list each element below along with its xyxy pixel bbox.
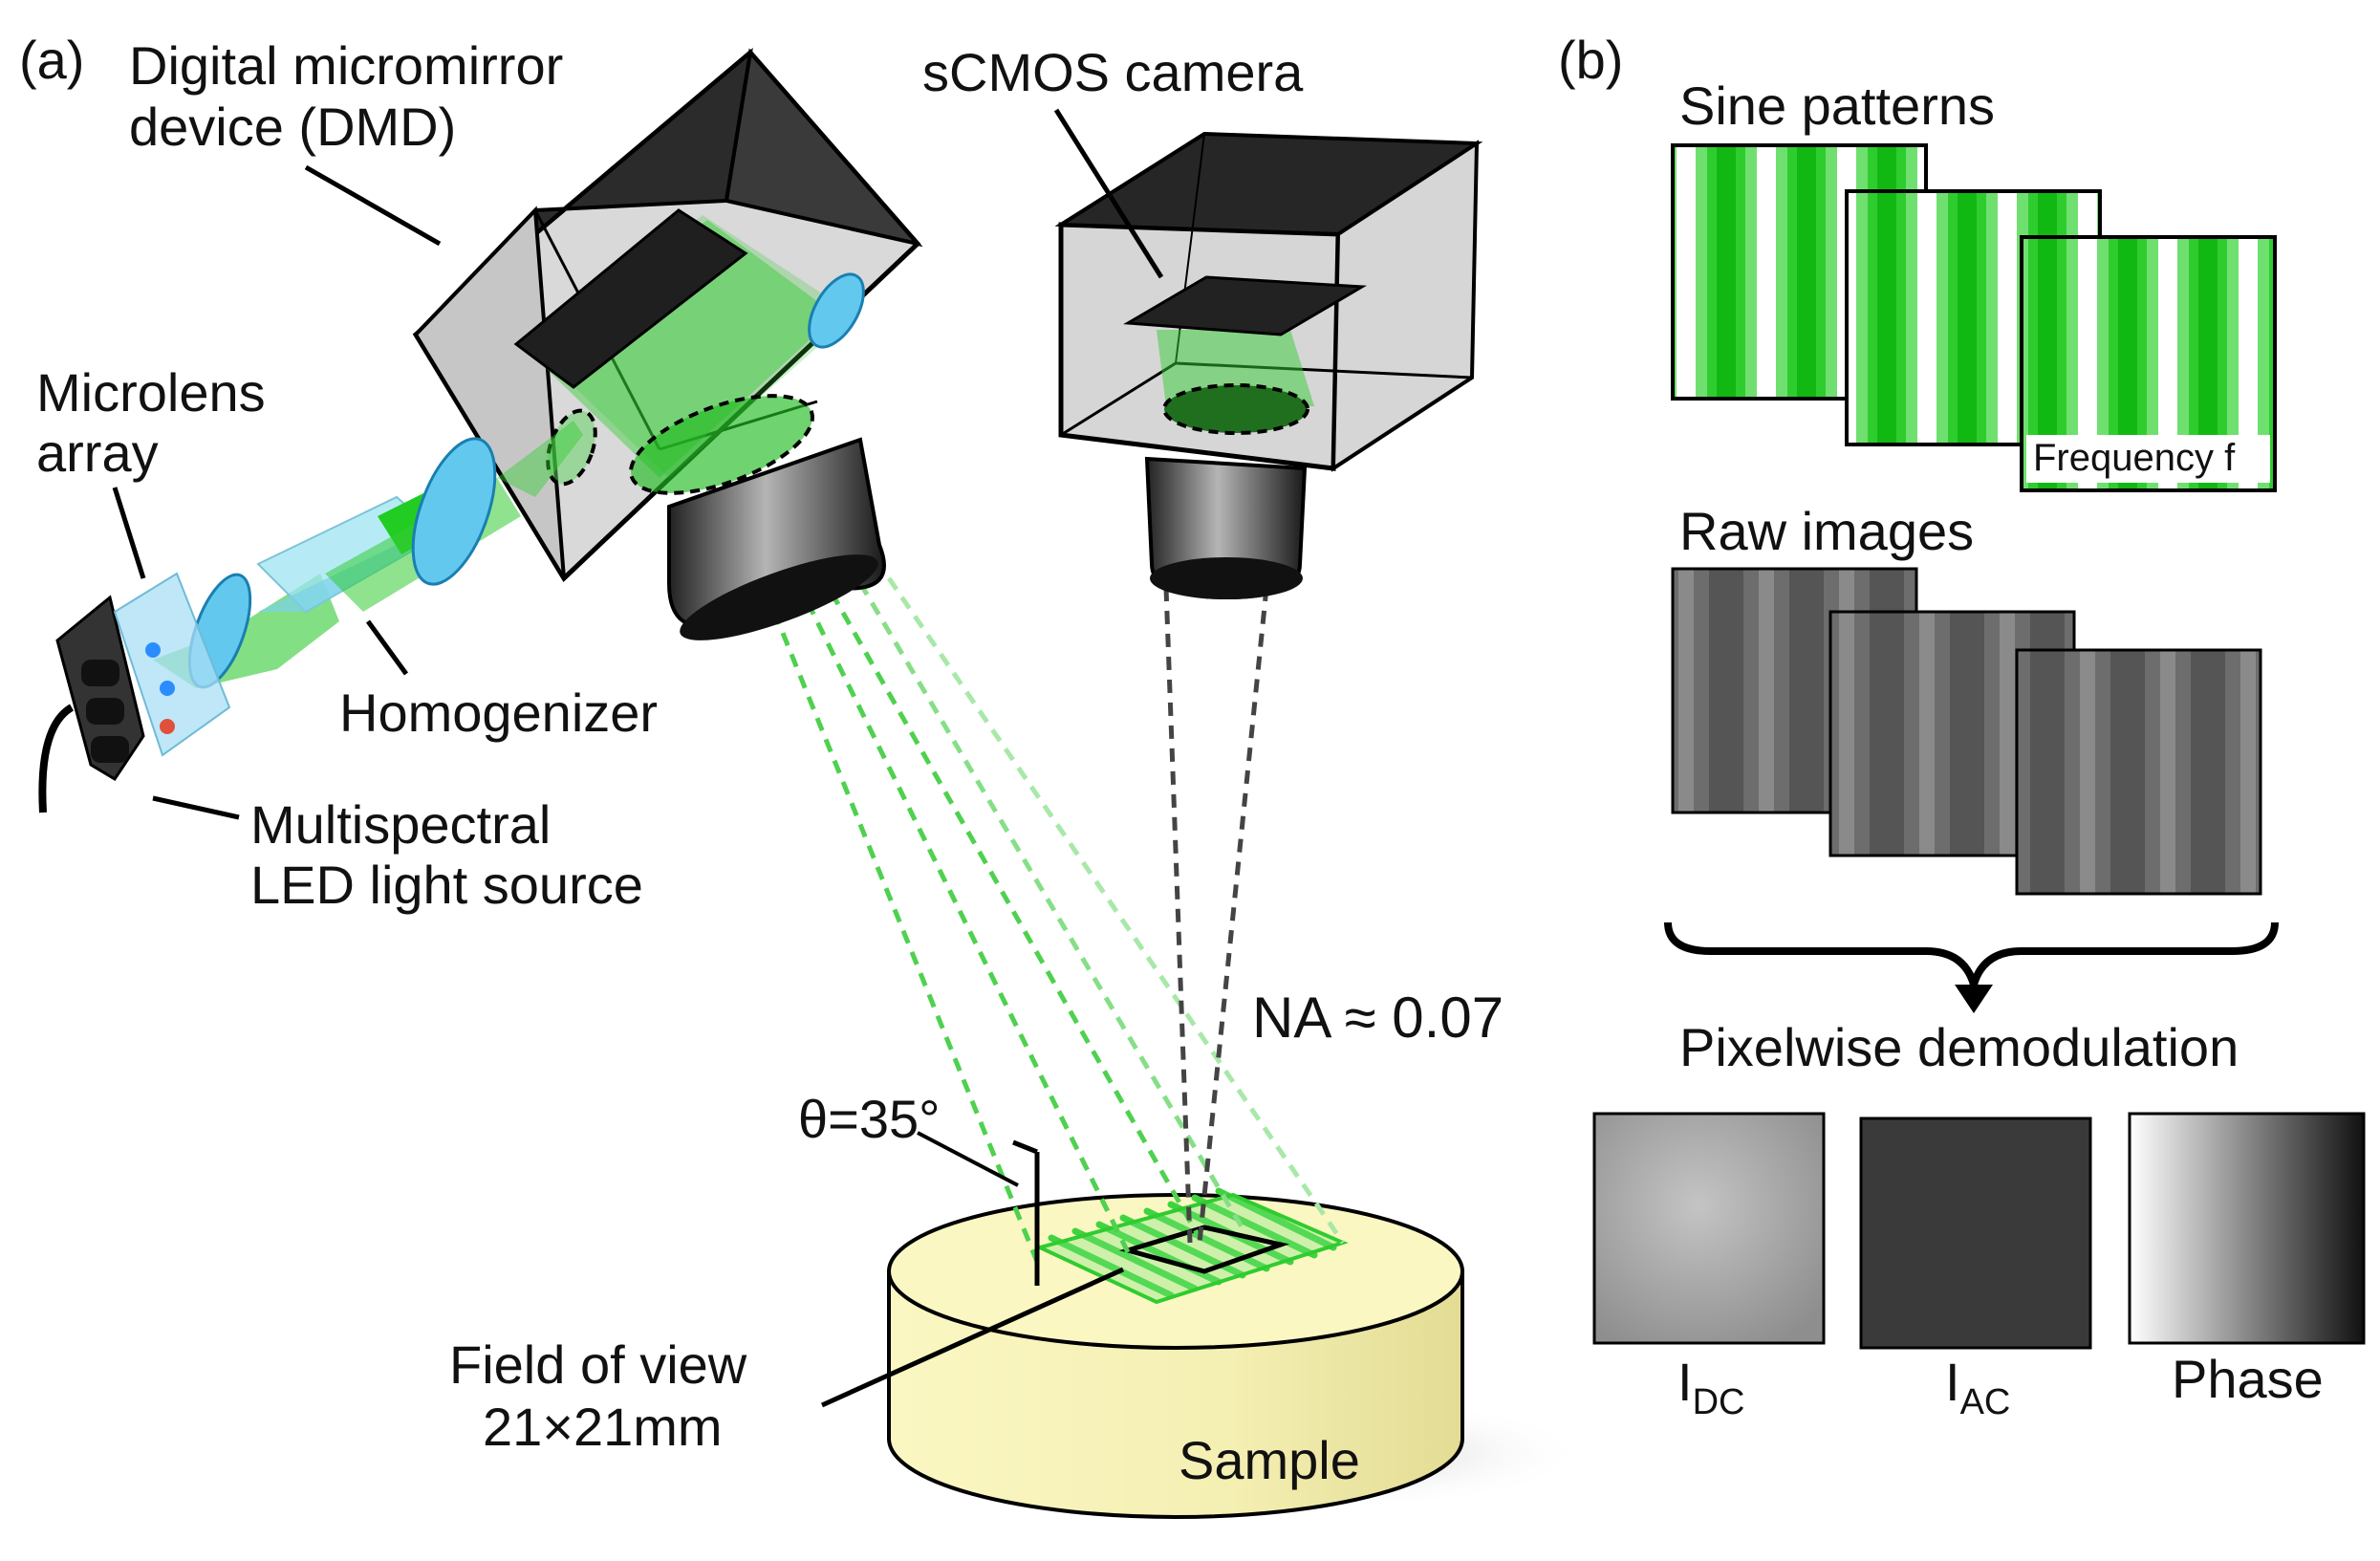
idc-image — [1592, 1112, 1826, 1345]
sample-label: Sample — [1179, 1430, 1360, 1490]
camera-label: sCMOS camera — [922, 42, 1304, 102]
iac-label: IAC — [1945, 1352, 2010, 1422]
microlens-label-line2: array — [36, 423, 159, 483]
angle-marker — [917, 1131, 1040, 1286]
raw-image-stack — [1671, 567, 2262, 896]
phase-image — [2128, 1112, 2366, 1345]
theta-label: θ=35° — [798, 1089, 941, 1149]
illumination-rays — [771, 576, 1346, 1263]
na-label: NA ≈ 0.07 — [1252, 986, 1504, 1050]
fov-label-line2: 21×21mm — [483, 1397, 723, 1457]
panel-a-tag: (a) — [19, 30, 84, 90]
idc-label: IDC — [1677, 1352, 1744, 1422]
fov-leader — [820, 1267, 1125, 1408]
panel-b-tag: (b) — [1558, 30, 1623, 90]
field-of-view-square — [1118, 1225, 1290, 1274]
homogenizer-label: Homogenizer — [339, 683, 658, 743]
camera-leader — [1053, 108, 1164, 279]
raw-images-title: Raw images — [1679, 501, 1974, 561]
led-label-line1: Multispectral — [250, 794, 551, 855]
led-label-line2: LED light source — [250, 855, 643, 915]
frequency-label: Frequency f — [2033, 437, 2236, 479]
camera-unit — [1054, 131, 1483, 600]
led-leader — [152, 795, 240, 820]
curly-brace — [1664, 921, 2279, 999]
microlens-leader — [112, 487, 146, 579]
detection-rays — [1163, 587, 1269, 1244]
dmd-leader — [304, 164, 442, 247]
dmd-label-line1: Digital micromirror — [129, 35, 563, 96]
demod-title: Pixelwise demodulation — [1679, 1017, 2239, 1077]
homogenizer-leader — [365, 619, 409, 676]
sine-patterns-title: Sine patterns — [1679, 76, 1995, 136]
sine-pattern-stack — [1671, 143, 2277, 492]
dmd-label-line2: device (DMD) — [129, 97, 456, 157]
fov-label-line1: Field of view — [449, 1334, 747, 1395]
iac-image — [1859, 1117, 2092, 1350]
microlens-label-line1: Microlens — [36, 362, 266, 423]
led-light-source — [38, 572, 231, 813]
dmd-unit — [412, 47, 923, 640]
brace-arrow — [1955, 985, 1993, 1013]
phase-label: Phase — [2172, 1349, 2324, 1409]
